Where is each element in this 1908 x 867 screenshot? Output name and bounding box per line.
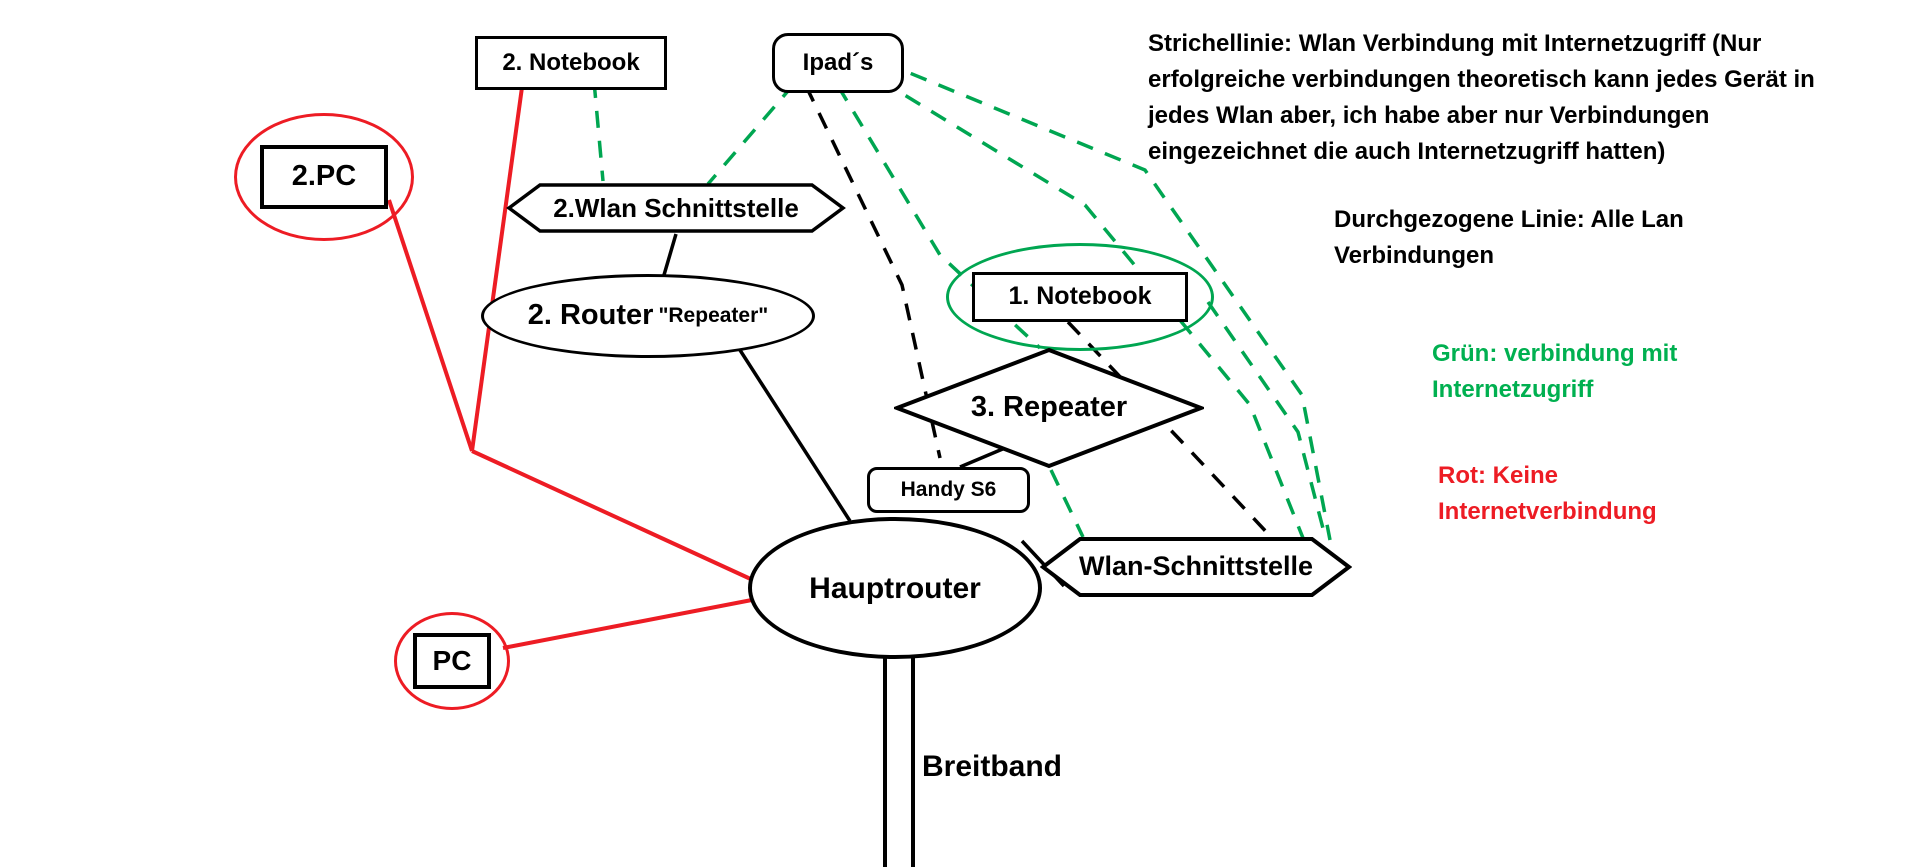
node-2-notebook-label: 2. Notebook bbox=[502, 48, 640, 76]
node-handy-s6: Handy S6 bbox=[867, 467, 1030, 513]
node-hauptrouter-label: Hauptrouter bbox=[809, 571, 981, 605]
legend-dashed-note: Strichellinie: Wlan Verbindung mit Inter… bbox=[1148, 30, 1815, 165]
node-2-notebook: 2. Notebook bbox=[475, 36, 667, 90]
node-2-wlan-schnittstelle-label: 2.Wlan Schnittstelle bbox=[553, 192, 799, 223]
legend-red-note: Rot: Keine Internetverbindung bbox=[1438, 462, 1657, 525]
edge-pc-hauptrouter bbox=[502, 597, 758, 650]
edge-router2-hauptrouter bbox=[736, 346, 852, 522]
breitband-label-text: Breitband bbox=[922, 750, 1063, 783]
node-pc: PC bbox=[413, 633, 491, 689]
node-hauptrouter: Hauptrouter bbox=[748, 517, 1042, 659]
edge-pc2-junction bbox=[387, 199, 474, 452]
edge-notebook1-wlanschnittstelle bbox=[1066, 320, 1274, 540]
edge-ipads-wlan2 bbox=[706, 82, 796, 186]
edge-notebook2-wlan2 bbox=[592, 80, 605, 182]
breitband-label: Breitband bbox=[922, 750, 1062, 784]
legend-solid-note: Durchgezogene Linie: Alle Lan Verbindung… bbox=[1334, 206, 1684, 269]
node-pc-label: PC bbox=[432, 644, 472, 676]
edge-ipads-wlanschnittstelle bbox=[882, 60, 1332, 541]
node-2-wlan-schnittstelle: 2.Wlan Schnittstelle bbox=[506, 182, 846, 234]
node-2-router-sublabel: "Repeater" bbox=[658, 304, 769, 328]
node-1-notebook: 1. Notebook bbox=[972, 272, 1188, 322]
edge-junction-hauptrouter bbox=[471, 449, 756, 583]
edge-repeater3-wlanschnittstelle bbox=[1049, 469, 1085, 538]
legend-green-note: Grün: verbindung mit Internetzugriff bbox=[1432, 340, 1678, 403]
red-ring-pc: PC bbox=[394, 612, 510, 710]
node-2pc-label: 2.PC bbox=[291, 160, 357, 193]
node-3-repeater: 3. Repeater bbox=[894, 347, 1204, 469]
hexagon-shape bbox=[506, 183, 846, 233]
node-ipads: Ipad´s bbox=[772, 33, 904, 93]
node-wlan-schnittstelle-label: Wlan-Schnittstelle bbox=[1078, 551, 1314, 582]
edge-notebook2-junction bbox=[470, 79, 525, 452]
node-2-router-label: 2. Router bbox=[527, 299, 654, 332]
node-handy-s6-label: Handy S6 bbox=[900, 478, 997, 502]
node-1-notebook-label: 1. Notebook bbox=[1008, 282, 1152, 311]
edge-wlan2-router2 bbox=[662, 233, 678, 276]
green-ring-1-notebook: 1. Notebook bbox=[946, 243, 1214, 351]
node-2-router: 2. Router "Repeater" bbox=[481, 274, 815, 358]
diamond-shape bbox=[894, 347, 1204, 469]
node-wlan-schnittstelle: Wlan-Schnittstelle bbox=[1040, 536, 1352, 598]
edge-handys6-repeater3 bbox=[959, 446, 1006, 469]
node-2pc: 2.PC bbox=[260, 145, 388, 209]
node-ipads-label: Ipad´s bbox=[802, 48, 874, 76]
edge-ipads-repeater3 bbox=[836, 85, 1042, 350]
edge-notebook1-wlanschnittstelle bbox=[1206, 301, 1328, 541]
node-3-repeater-label: 3. Repeater bbox=[970, 391, 1128, 424]
hexagon-shape bbox=[1040, 537, 1352, 597]
red-ring-2pc: 2.PC bbox=[234, 113, 414, 241]
